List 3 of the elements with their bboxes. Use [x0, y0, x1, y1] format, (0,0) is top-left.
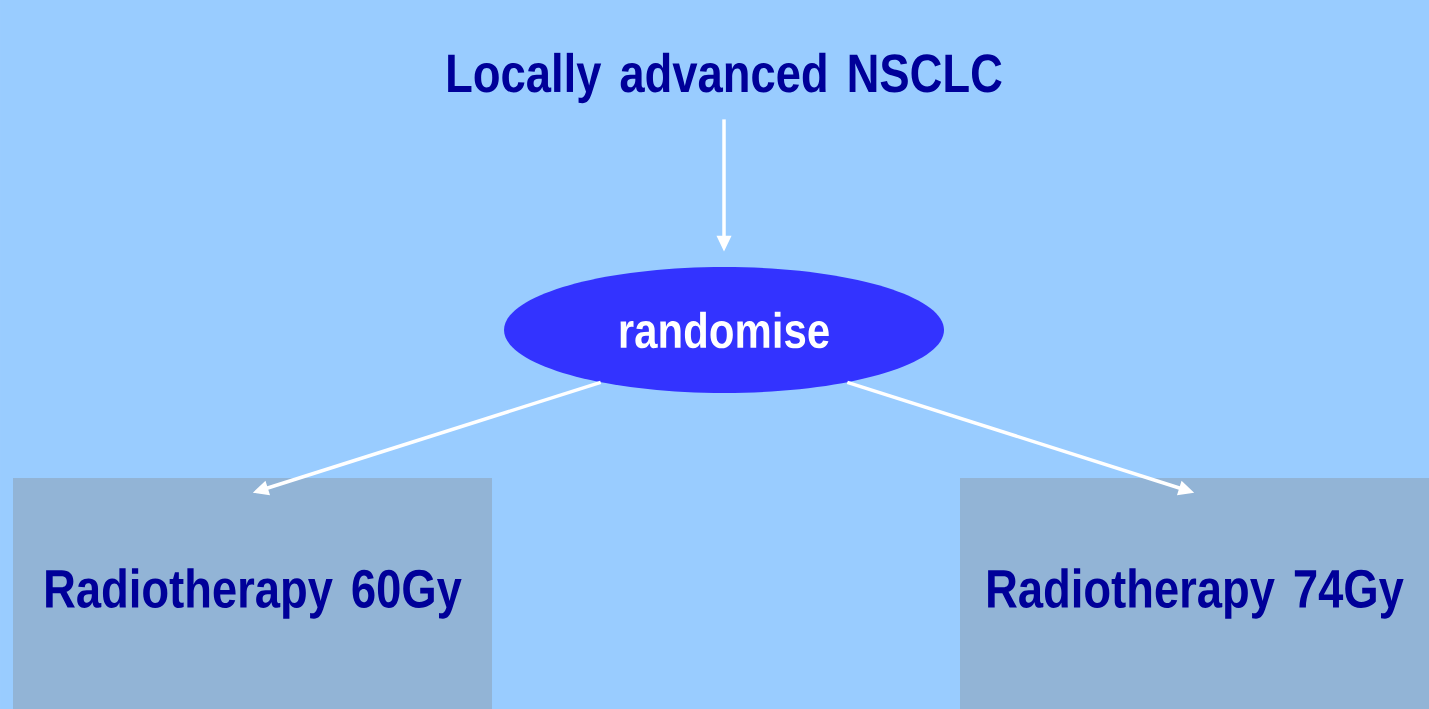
treatment-box: Radiotherapy 60Gy [13, 478, 492, 709]
treatment-box: Radiotherapy 74Gy [960, 478, 1429, 709]
heading-text: Locally advanced NSCLC [448, 52, 1002, 104]
